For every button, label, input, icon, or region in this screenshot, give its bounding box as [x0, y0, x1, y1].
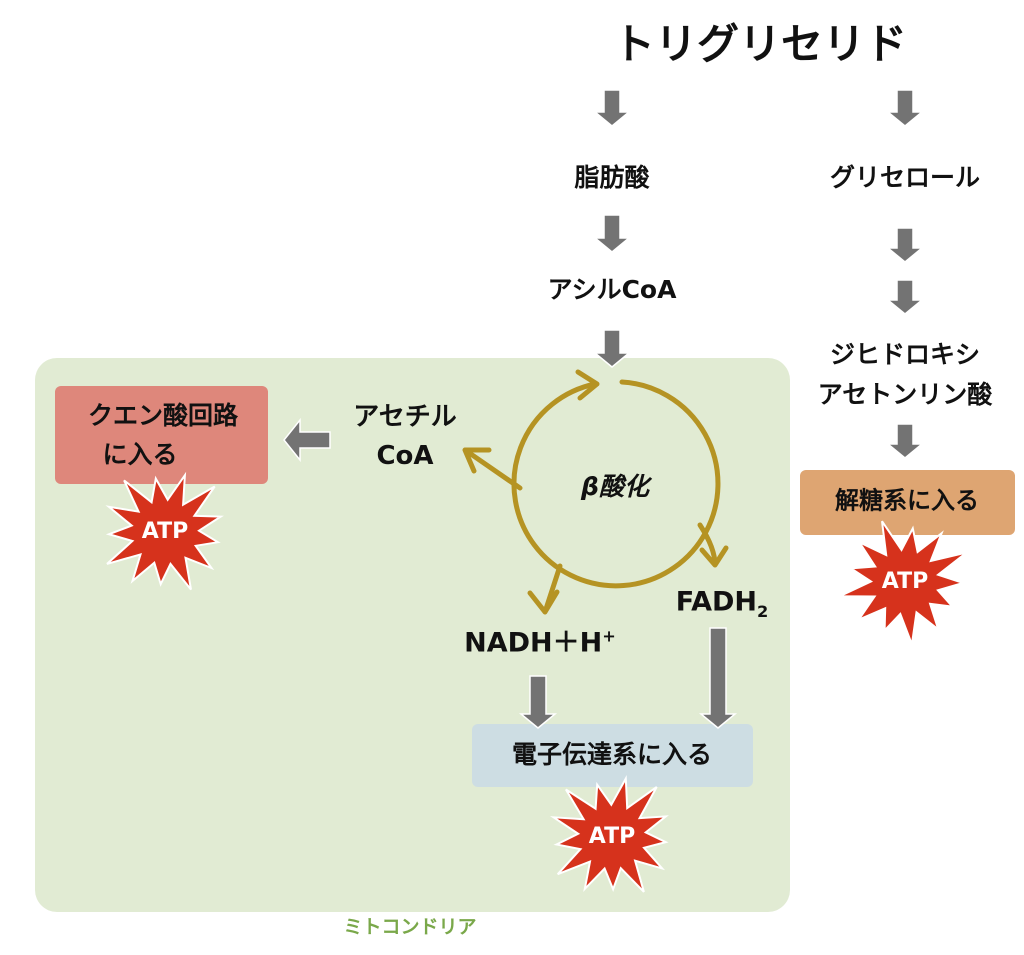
arrow-to-acyl-coa: [592, 214, 632, 253]
arrow-to-fatty-acid: [592, 89, 632, 127]
citric-cycle-line2: に入る: [102, 439, 178, 469]
nadh-superscript: +: [602, 626, 616, 646]
branch-nadh: [527, 563, 563, 615]
arrow-glycerol-1: [885, 227, 925, 263]
fadh2-subscript: 2: [757, 601, 769, 621]
dhap-line1: ジヒドロキシ: [829, 339, 981, 369]
mitochondria-label: ミトコンドリア: [343, 916, 477, 939]
branch-fadh2: [697, 522, 729, 568]
branch-acetyl-coa: [462, 447, 523, 491]
arrow-to-citric-cycle: [283, 417, 331, 463]
title: トリグリセリド: [612, 19, 908, 69]
arrow-to-glycerol: [885, 89, 925, 127]
glycerol-label: グリセロール: [829, 162, 981, 192]
atp-star-etc: [549, 775, 669, 893]
citric-cycle-line1: クエン酸回路: [87, 400, 239, 430]
beta-oxidation-label: β酸化: [581, 471, 649, 501]
arrow-fadh2-to-etc: [698, 627, 738, 729]
glycolysis-box: [800, 470, 1015, 535]
etc-box: [472, 724, 753, 787]
beta-oxidation-cycle: [511, 379, 721, 589]
atp-star-glycolysis: [839, 520, 968, 649]
fadh2-label: FADH2: [676, 583, 769, 624]
atp-etc: ATP: [588, 824, 636, 850]
atp-star-citric: [105, 471, 224, 591]
fadh2-base: FADH: [675, 586, 757, 618]
acyl-coa-label: アシルCoA: [547, 274, 677, 304]
acetyl-coa-line2: CoA: [376, 441, 434, 472]
citric-cycle-box: [55, 386, 268, 484]
atp-glycolysis: ATP: [881, 569, 929, 595]
dhap-line2: アセトンリン酸: [817, 379, 993, 409]
nadh-label: NADH＋H+: [464, 623, 616, 662]
arrow-to-beta-oxidation: [592, 329, 632, 368]
nadh-base: NADH＋H: [464, 627, 603, 659]
glycolysis-label: 解糖系に入る: [835, 486, 979, 515]
etc-label: 電子伝達系に入る: [511, 739, 713, 769]
acetyl-coa-line1: アセチル: [353, 402, 457, 433]
cycle-arrowhead: [575, 369, 600, 401]
arrow-nadh-to-etc: [518, 675, 558, 729]
atp-citric: ATP: [141, 519, 189, 545]
arrow-to-glycolysis: [885, 423, 925, 459]
arrow-glycerol-2: [885, 279, 925, 315]
fatty-acid-label: 脂肪酸: [574, 162, 650, 192]
